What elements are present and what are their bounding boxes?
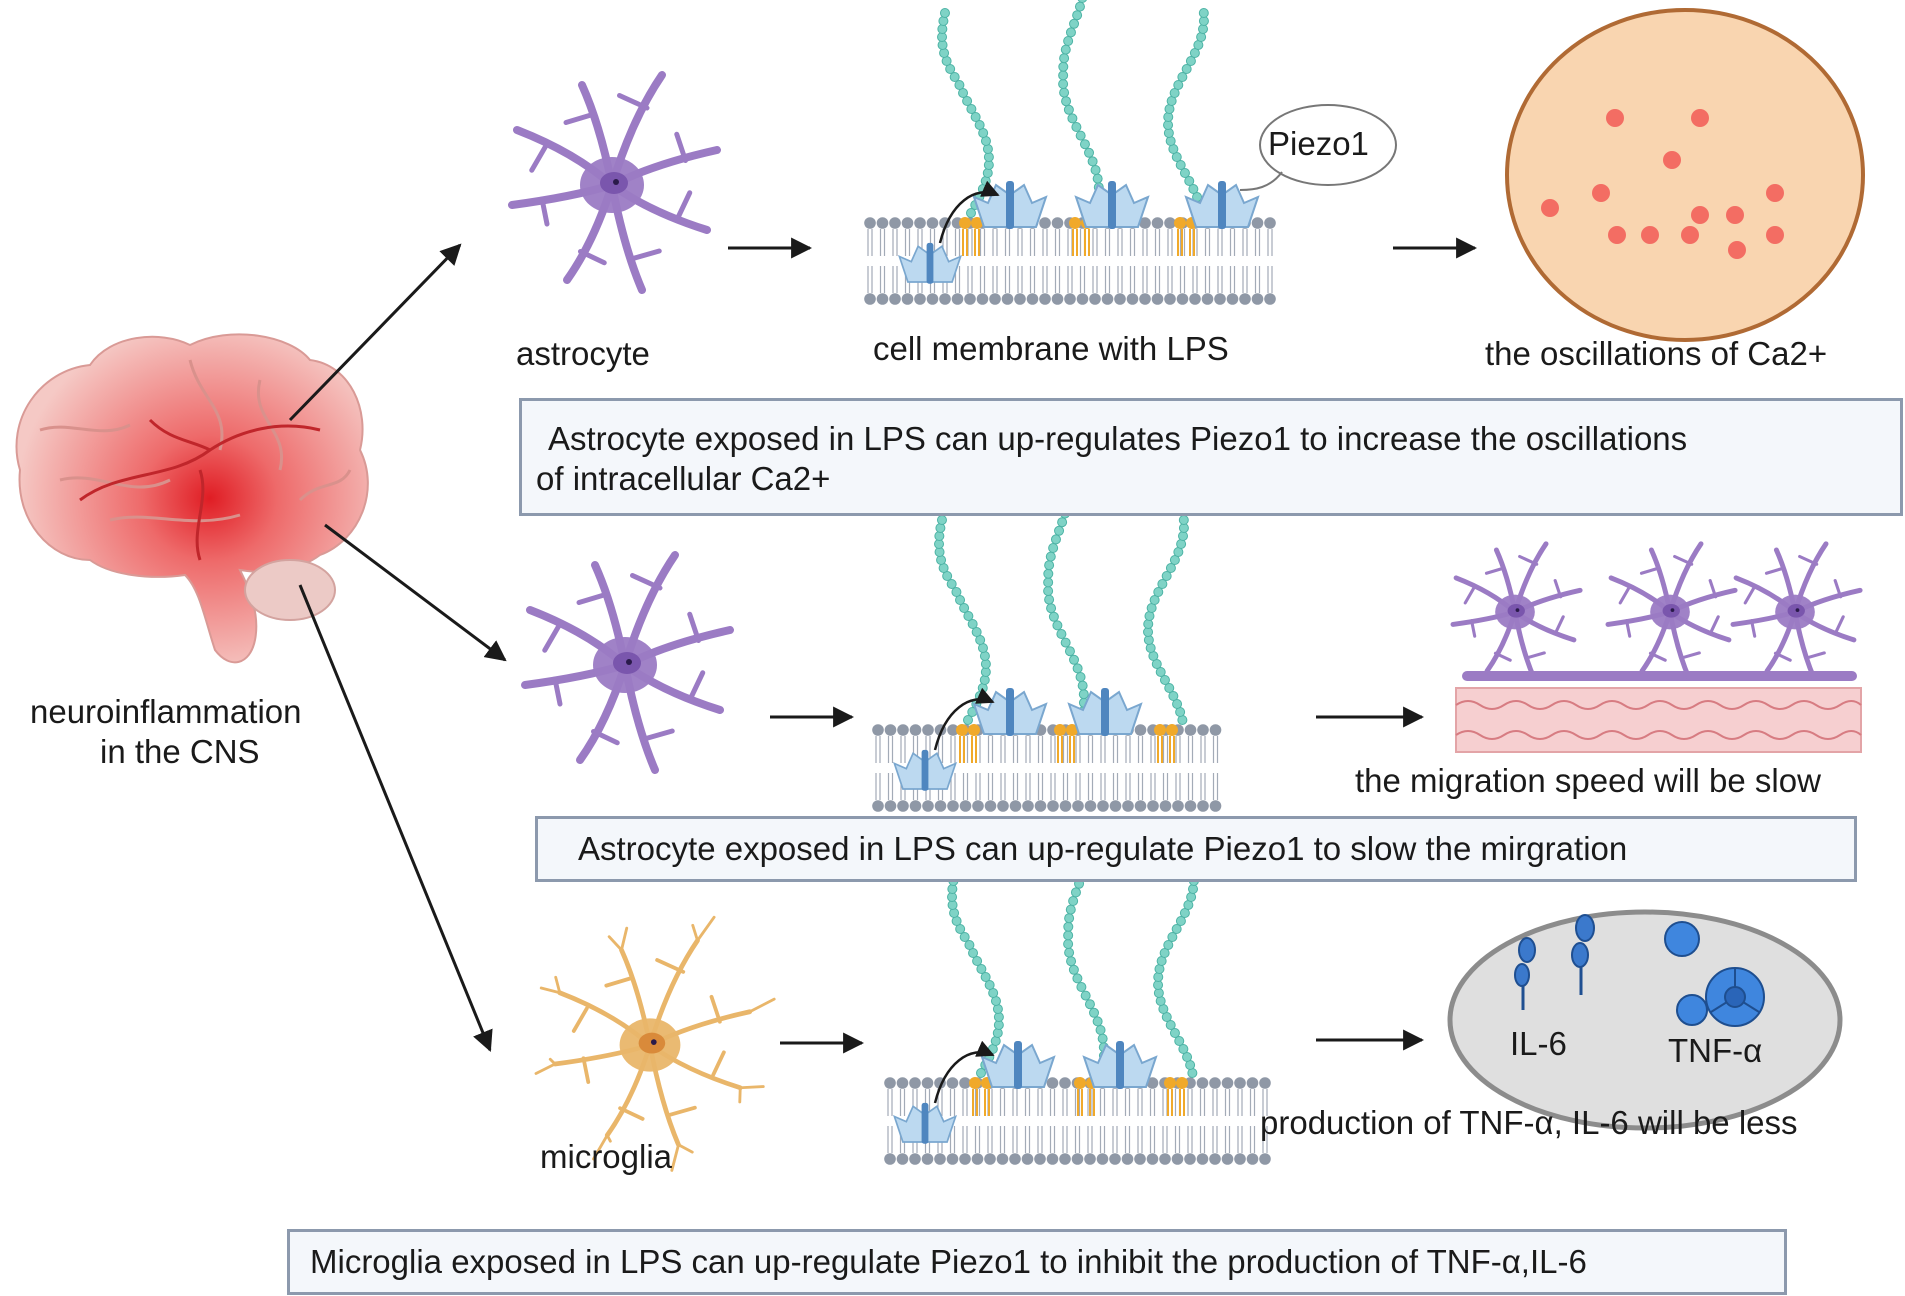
calcium-spot xyxy=(1726,206,1744,224)
calcium-spot xyxy=(1691,206,1709,224)
summary-row3-text: Microglia exposed in LPS can up-regulate… xyxy=(310,1243,1587,1280)
piezo1-channel-icon xyxy=(1082,1041,1158,1089)
piezo1-channel-icon xyxy=(892,1102,958,1144)
brain-illustration xyxy=(15,333,369,664)
microglia-label: microglia xyxy=(540,1138,673,1175)
brain-label-line2: in the CNS xyxy=(100,733,260,770)
calcium-spot xyxy=(1681,226,1699,244)
piezo1-channel-icon xyxy=(1184,181,1260,229)
arrow-brain-to-microglia xyxy=(298,584,493,1052)
il6-icon xyxy=(1514,914,1595,1010)
piezo1-channel-icon xyxy=(897,242,963,284)
calcium-oscillation-cell xyxy=(1505,8,1865,342)
il6-label: IL-6 xyxy=(1510,1025,1567,1062)
summary-row2-text: Astrocyte exposed in LPS can up-regulate… xyxy=(578,830,1628,867)
migrating-astrocyte-icon xyxy=(1450,541,1583,680)
membrane-label: cell membrane with LPS xyxy=(873,330,1229,367)
calcium-spot xyxy=(1766,226,1784,244)
brain-label-line1: neuroinflammation xyxy=(30,693,302,730)
tnf-alpha-icon xyxy=(1664,921,1765,1027)
calcium-spot xyxy=(1663,151,1681,169)
cytokine-cell xyxy=(1447,909,1843,1131)
astrocyte-label: astrocyte xyxy=(516,335,650,372)
microglia-icon xyxy=(534,915,776,1172)
arrow-brain-to-astrocyte-1 xyxy=(288,243,462,422)
calcium-spot xyxy=(1728,241,1746,259)
calcium-spot xyxy=(1606,109,1624,127)
calcium-result-label: the oscillations of Ca2+ xyxy=(1485,335,1828,372)
piezo1-channel-icon xyxy=(980,1041,1056,1089)
summary-box-row1: Astrocyte exposed in LPS can up-regulate… xyxy=(519,398,1903,516)
astrocyte-icon-row1 xyxy=(508,71,721,294)
astrocyte-icon-row2 xyxy=(521,551,734,774)
calcium-spot xyxy=(1766,184,1784,202)
calcium-spot xyxy=(1691,109,1709,127)
calcium-spot xyxy=(1641,226,1659,244)
calcium-spot xyxy=(1541,199,1559,217)
calcium-spot xyxy=(1608,226,1626,244)
calcium-spot xyxy=(1592,184,1610,202)
membrane-row3 xyxy=(884,853,1271,1165)
summary-row1-line1: Astrocyte exposed in LPS can up-regulate… xyxy=(548,420,1688,457)
tnf-alpha-label: TNF-α xyxy=(1668,1032,1763,1069)
summary-box-row3: Microglia exposed in LPS can up-regulate… xyxy=(287,1229,1787,1295)
piezo1-channel-icon xyxy=(1067,688,1143,736)
migrating-astrocyte-icon xyxy=(1730,541,1863,680)
piezo1-channel-icon xyxy=(1074,181,1150,229)
cytokine-result-label: production of TNF-α, IL-6 will be less xyxy=(1260,1104,1798,1141)
membrane-row1 xyxy=(864,0,1276,305)
membrane-row2 xyxy=(872,500,1222,812)
migration-tissue xyxy=(1455,671,1862,753)
migration-result-label: the migration speed will be slow xyxy=(1355,762,1821,799)
piezo1-label: Piezo1 xyxy=(1268,125,1369,162)
migrating-astrocyte-icon xyxy=(1605,541,1738,680)
piezo1-channel-icon xyxy=(892,749,958,791)
summary-row1-line2: of intracellular Ca2+ xyxy=(536,459,831,497)
piezo1-callout xyxy=(1239,104,1397,191)
summary-box-row2: Astrocyte exposed in LPS can up-regulate… xyxy=(535,816,1857,882)
arrow-brain-to-astrocyte-2 xyxy=(324,523,507,662)
